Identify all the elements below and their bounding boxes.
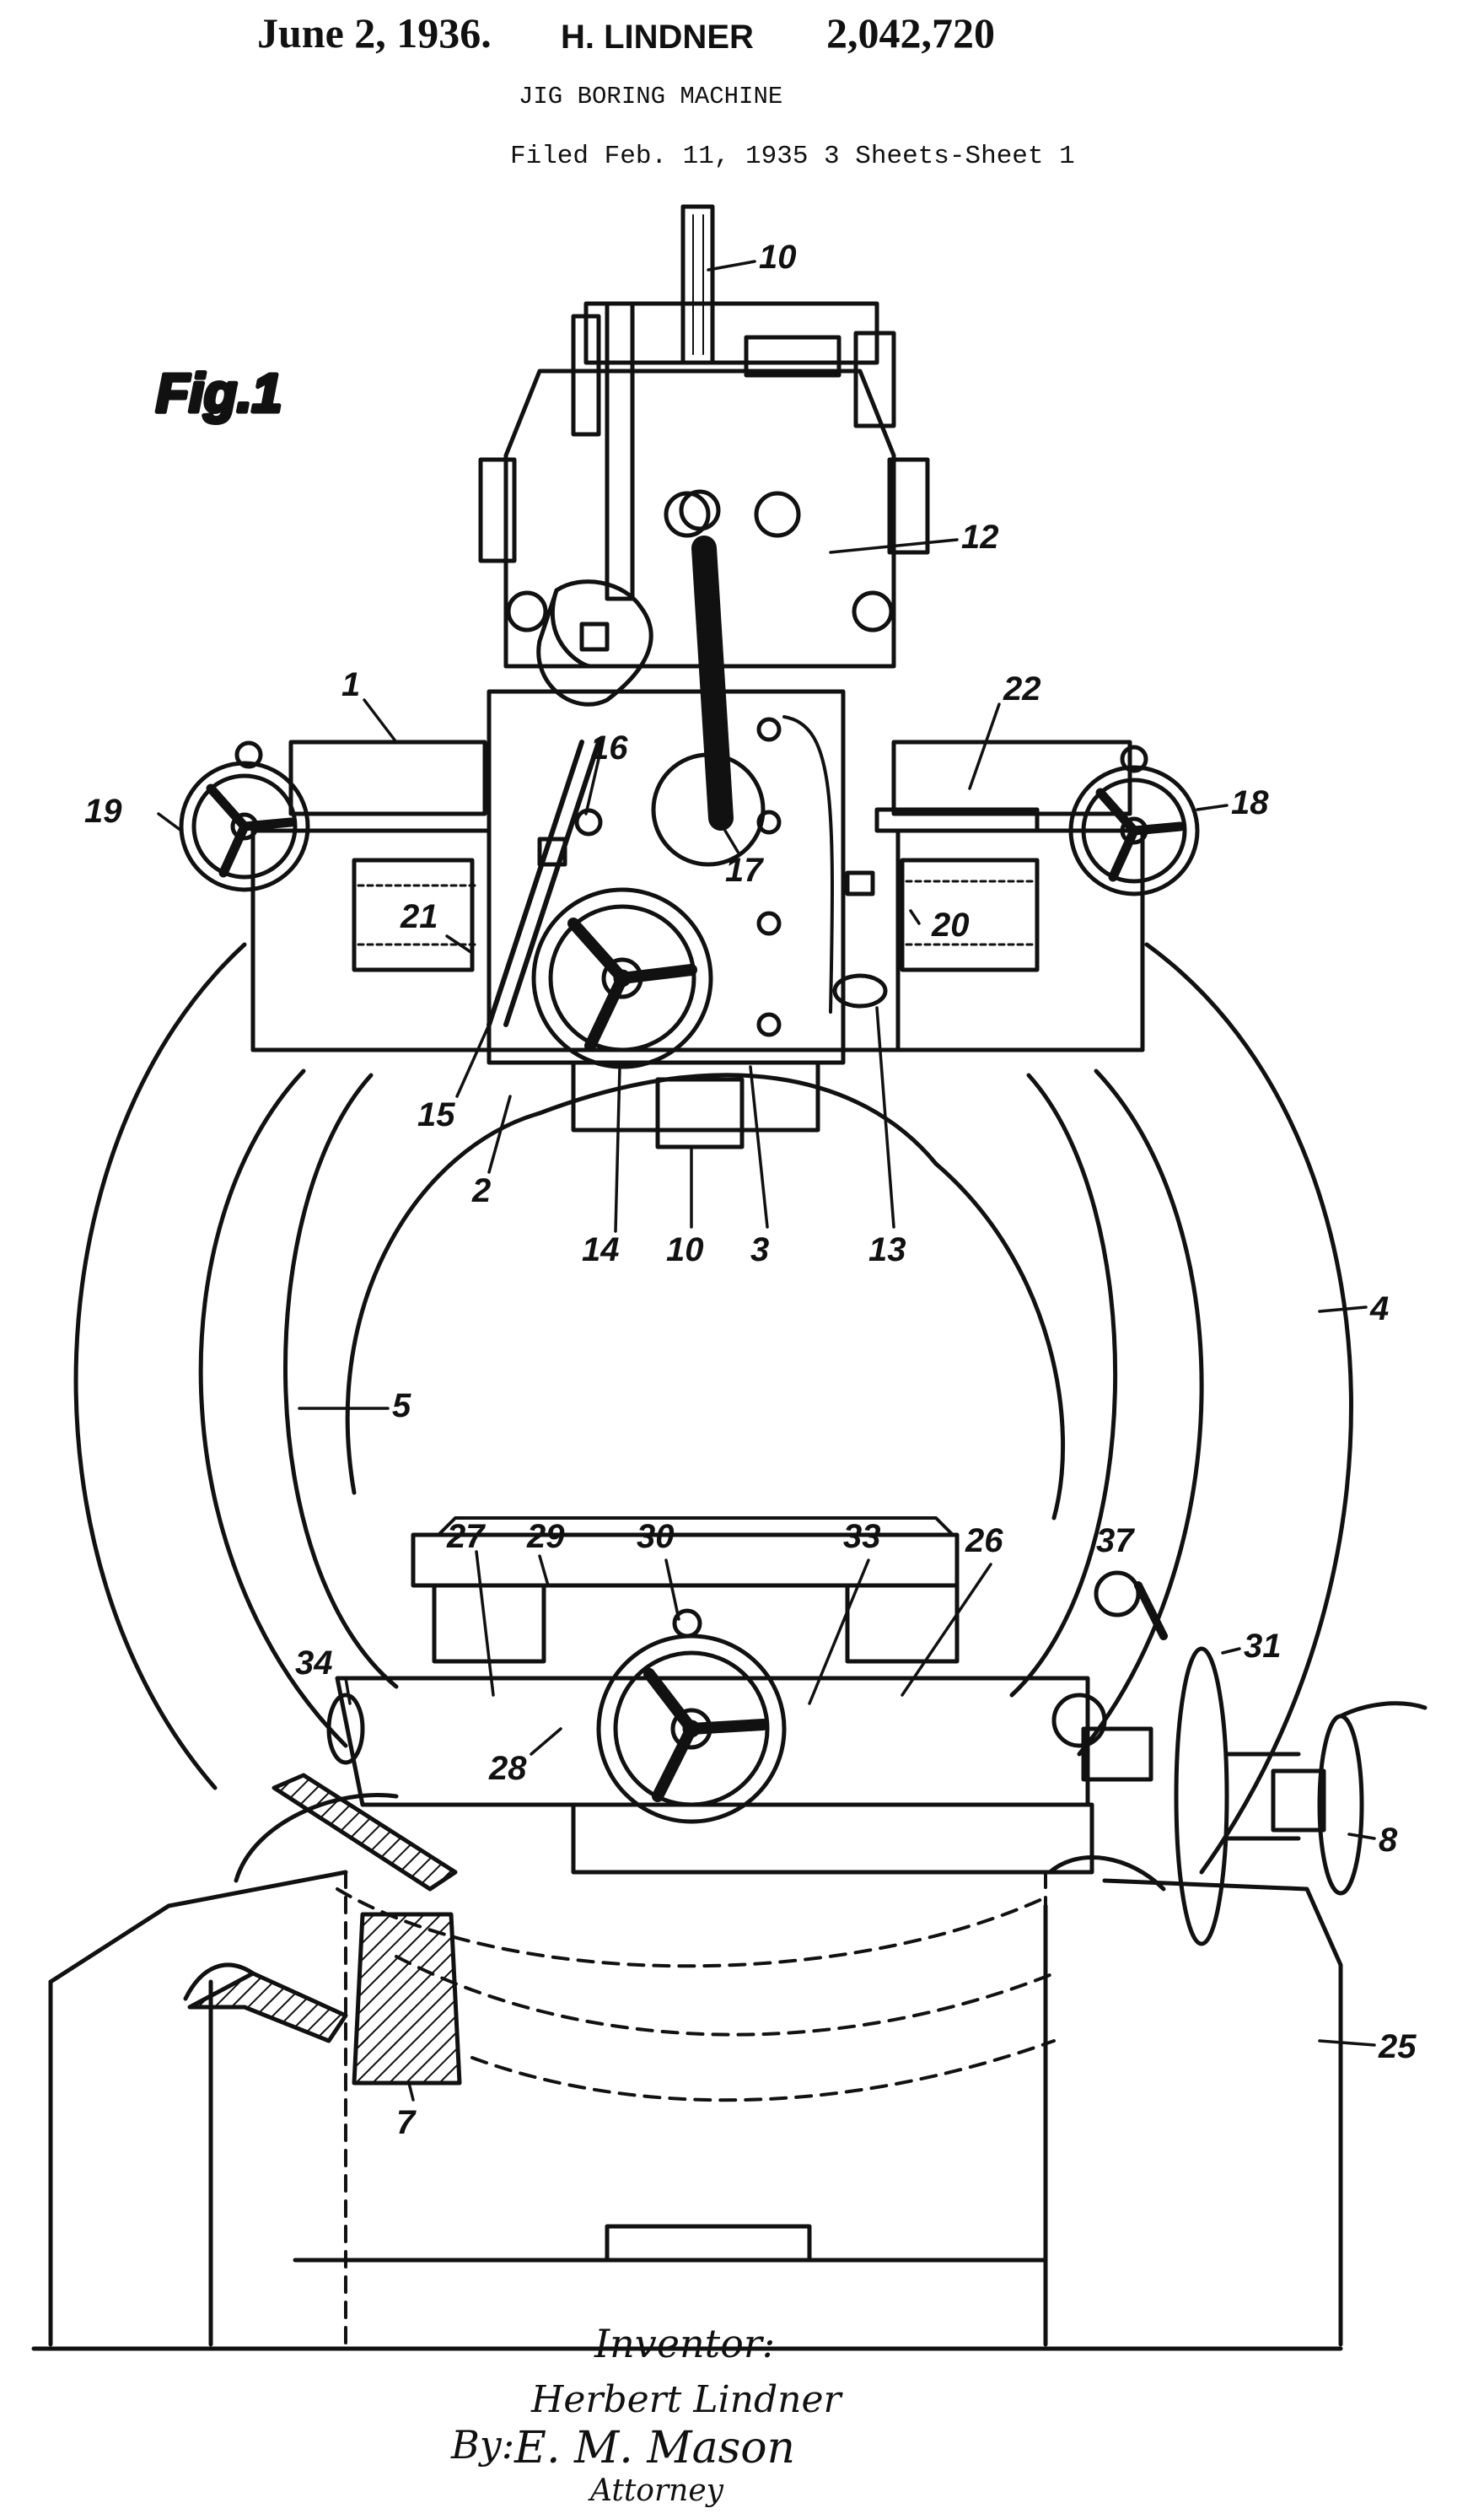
- base: [31, 1793, 1343, 2351]
- cross-rail: [250, 740, 1145, 1052]
- ref-31: 31: [1244, 1628, 1282, 1665]
- head-front: [487, 489, 888, 1149]
- ref-22: 22: [1003, 670, 1041, 708]
- ref-10: 10: [759, 239, 797, 276]
- attorney-signature: E. M. Mason: [513, 2423, 795, 2473]
- handwheel-19: [179, 740, 310, 892]
- leader-lines: [157, 260, 1376, 2102]
- ref-7: 7: [396, 2104, 417, 2141]
- ring-column: [73, 942, 1353, 1875]
- ref-13: 13: [868, 1231, 906, 1268]
- by-label: By:: [450, 2422, 514, 2468]
- inventor-label: Inventor:: [594, 2321, 775, 2366]
- filing-info: Filed Feb. 11, 1935 3 Sheets-Sheet 1: [510, 142, 1075, 171]
- handwheel-18: [1068, 745, 1200, 896]
- ref-37: 37: [1096, 1522, 1135, 1559]
- ref-33: 33: [843, 1518, 881, 1555]
- ref-1: 1: [341, 666, 360, 703]
- figure-label: Fig.1: [156, 363, 282, 423]
- handwheel-31: [1174, 1646, 1301, 1946]
- ref-16: 16: [590, 729, 628, 767]
- section-7: [183, 1773, 462, 2086]
- handwheel-14: [531, 887, 713, 1069]
- patent-title: JIG BORING MACHINE: [519, 83, 783, 110]
- reference-numerals: 10 12 1 22 19 16 18 17 21 20 15 2 14 10 …: [84, 239, 1417, 2141]
- rod-21: [503, 740, 601, 1027]
- handwheel-8: [1271, 1701, 1428, 1896]
- ref-30: 30: [637, 1518, 675, 1555]
- ref-14: 14: [582, 1231, 620, 1268]
- ref-8: 8: [1379, 1822, 1398, 1859]
- inventor-name-header: H. LINDNER: [561, 19, 754, 56]
- ref-2: 2: [471, 1172, 491, 1209]
- signature-block: Inventor: Herbert Lindner By: E. M. Maso…: [450, 2321, 844, 2508]
- spindle-head: [478, 204, 930, 707]
- ref-20: 20: [931, 907, 970, 944]
- rod-15: [487, 740, 584, 1027]
- ref-27: 27: [446, 1518, 486, 1555]
- ref-10b: 10: [666, 1231, 704, 1268]
- ref-15: 15: [417, 1096, 455, 1133]
- ref-21: 21: [400, 898, 438, 935]
- inventor-signature: Herbert Lindner: [530, 2378, 844, 2421]
- patent-date: June 2, 1936.: [257, 9, 492, 57]
- ref-12: 12: [961, 519, 999, 556]
- ref-4: 4: [1369, 1290, 1389, 1327]
- ref-19: 19: [84, 793, 122, 830]
- ref-25: 25: [1378, 2028, 1417, 2065]
- handle-37: [1094, 1570, 1168, 1640]
- handwheel-30: [596, 1608, 787, 1824]
- ref-17: 17: [725, 852, 764, 889]
- ref-5: 5: [392, 1387, 411, 1424]
- work-table: [326, 1516, 1153, 1875]
- attorney-label: Attorney: [588, 2473, 724, 2508]
- ref-26: 26: [965, 1522, 1003, 1559]
- patent-number: 2,042,720: [826, 9, 995, 57]
- ref-28: 28: [488, 1750, 527, 1787]
- ref-34: 34: [295, 1644, 333, 1682]
- ref-18: 18: [1231, 784, 1269, 821]
- ref-29: 29: [526, 1518, 565, 1555]
- ref-3: 3: [750, 1231, 769, 1268]
